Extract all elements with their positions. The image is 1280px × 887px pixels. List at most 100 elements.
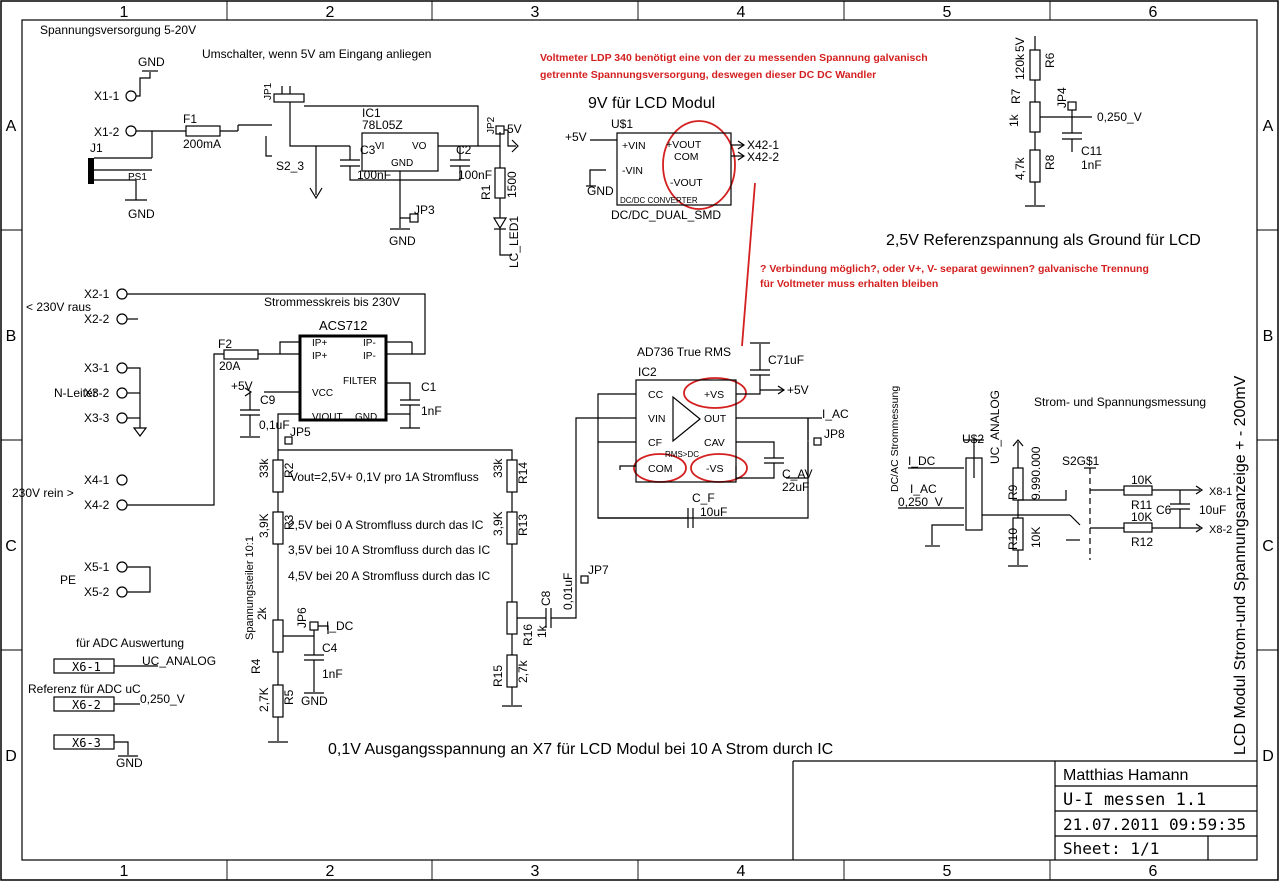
- x6-1-label: X6-1: [72, 660, 101, 674]
- acs-gnd: GND: [355, 412, 377, 423]
- row-label-right-a: A: [1263, 118, 1274, 135]
- c7-ref: C7: [768, 353, 784, 367]
- x8-1-label: X8-1: [1209, 486, 1232, 498]
- row-label-right-c: C: [1262, 538, 1274, 555]
- c-av-ref: C_AV: [782, 467, 812, 481]
- c11-ref: C11: [1081, 144, 1102, 158]
- sheet-number: Sheet: 1/1: [1063, 839, 1159, 858]
- divider-section: R2 33k R3 3,9K R4 2k JP6 I_DC C4 1nF GND…: [249, 417, 620, 743]
- c8-ref: C8: [539, 590, 553, 606]
- us2-ref: U$2: [962, 432, 984, 446]
- c7-value: 1uF: [783, 353, 804, 367]
- measurement-section: U$2 UC_ANALOG I_DC I_AC 0,250_V R9 9.990…: [898, 390, 1232, 567]
- acs-vcc: VCC: [312, 388, 333, 399]
- r14-value: 33k: [491, 458, 505, 478]
- r7-value: 1k: [1007, 113, 1021, 127]
- r5-value: 2,7K: [257, 687, 271, 712]
- reference-heading: 2,5V Referenzspannung als Ground für LCD: [886, 232, 1201, 249]
- c2-ref: C2: [456, 143, 472, 157]
- jp5-ref: JP5: [290, 425, 311, 439]
- c-f-value: 10uF: [700, 505, 727, 519]
- r14-ref: R14: [516, 462, 530, 484]
- us1-vout-minus: -VOUT: [670, 177, 703, 189]
- jp7-ref: JP7: [588, 563, 609, 577]
- supply-heading: Spannungsversorgung 5-20V: [40, 23, 196, 37]
- r16-value: 1k: [535, 624, 549, 638]
- gnd-label-x6: GND: [116, 756, 143, 770]
- r8-value: 4,7k: [1013, 156, 1027, 180]
- r7-ref: R7: [1009, 88, 1023, 104]
- dcac-label: DC/AC Strommessung: [889, 386, 901, 492]
- us1-com: COM: [674, 151, 699, 163]
- jumper-jp7: [580, 575, 589, 584]
- c6-value: 10uF: [1199, 503, 1226, 517]
- r15-value: 2,7k: [516, 659, 530, 683]
- r16-ref: R16: [521, 624, 535, 646]
- switch-us2: [965, 457, 983, 531]
- col-label-bottom-1: 1: [120, 863, 129, 880]
- x2-2-label: X2-2: [84, 312, 110, 326]
- ref-label-us2: 0,250_V: [898, 495, 943, 509]
- vout-note: Vout=2,5V+ 0,1V pro 1A Stromfluss: [290, 470, 479, 484]
- r11-ref: R11: [1131, 498, 1152, 512]
- r15-ref: R15: [491, 665, 505, 687]
- jp2-ref: JP2: [486, 116, 497, 134]
- us1-converter: DC/DC CONVERTER: [620, 196, 698, 205]
- x8-2-label: X8-2: [1209, 524, 1232, 536]
- c1-ref: C1: [421, 380, 437, 394]
- acs-ip-plus-2: IP+: [312, 351, 327, 362]
- r10-value: 10K: [1029, 527, 1043, 548]
- r13-ref: R13: [516, 514, 530, 536]
- led-ref: LC_LED1: [507, 216, 521, 268]
- c11-value: 1nF: [1081, 158, 1102, 172]
- x42-1-label: X42-1: [747, 138, 779, 152]
- v5-label-ref: 5V: [1013, 37, 1027, 52]
- v10-note: 3,5V bei 10 A Stromfluss durch das IC: [288, 543, 490, 557]
- acs-ref: ACS712: [319, 318, 367, 333]
- fuse-f2-value: 20A: [219, 359, 240, 373]
- fuse-f1-value: 200mA: [183, 137, 221, 151]
- c8-value: 0,01uF: [561, 573, 575, 610]
- date-time: 21.07.2011 09:59:35: [1063, 815, 1246, 834]
- x1-2-label: X1-2: [94, 125, 120, 139]
- ic2-vin: VIN: [648, 413, 666, 425]
- ad736-section: IC2 CC VIN CF COM +VS OUT CAV -VS RMS>DC…: [597, 342, 849, 528]
- r1-value: 1500: [505, 171, 519, 198]
- acs-ip-minus-2: IP-: [363, 351, 376, 362]
- gnd-label-j1: GND: [128, 207, 155, 221]
- c4-ref: C4: [322, 641, 338, 655]
- us1-vin-plus: +VIN: [622, 140, 646, 152]
- row-label-right-b: B: [1263, 328, 1274, 345]
- jumper-jp4: [1067, 101, 1077, 111]
- jumper-jp5: [284, 436, 293, 445]
- x5-2-label: X5-2: [84, 585, 110, 599]
- col-label-bottom-2: 2: [326, 863, 335, 880]
- x6-2-label: X6-2: [72, 698, 101, 712]
- col-label-top-5: 5: [943, 4, 952, 21]
- v20-note: 4,5V bei 20 A Stromfluss durch das IC: [288, 569, 490, 583]
- resistor-r11: [1123, 485, 1153, 496]
- true-rms-heading: AD736 True RMS: [637, 345, 731, 359]
- x3-3-label: X3-3: [84, 411, 110, 425]
- s2g-ref: S2G$1: [1062, 454, 1100, 468]
- p5v-label-us1: +5V: [565, 130, 587, 144]
- jp8-ref: JP8: [824, 427, 845, 441]
- uc-analog-label-us2: UC_ANALOG: [988, 390, 1002, 464]
- p5v-label-ic2: +5V: [787, 383, 809, 397]
- j1-ref: J1: [90, 141, 103, 155]
- project-name: U-I messen 1.1: [1063, 790, 1206, 810]
- r8-ref: R8: [1043, 154, 1057, 170]
- row-label-right-d: D: [1262, 748, 1274, 765]
- x1-1-label: X1-1: [94, 89, 120, 103]
- col-label-bottom-4: 4: [737, 863, 746, 880]
- c-av-value: 22uF: [782, 480, 809, 494]
- us1-type: DC/DC_DUAL_SMD: [611, 208, 721, 222]
- acs-ip-plus-1: IP+: [312, 338, 327, 349]
- r5-ref: R5: [282, 689, 296, 705]
- col-label-top-1: 1: [120, 4, 129, 21]
- r10-ref: R10: [1006, 528, 1020, 550]
- jack-j1: [88, 158, 94, 184]
